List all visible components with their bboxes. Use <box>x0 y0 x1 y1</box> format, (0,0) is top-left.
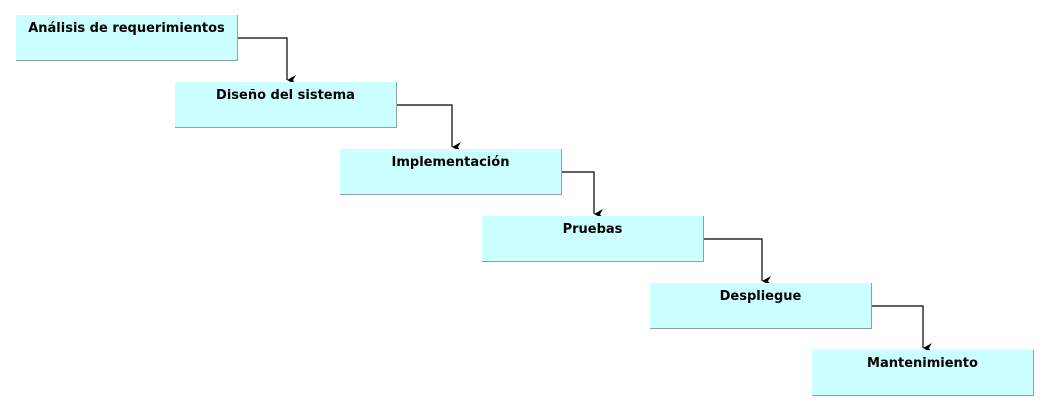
stage-label: Despliegue <box>719 289 802 304</box>
connector-arrow-2 <box>397 104 461 152</box>
stage-box-pruebas[interactable]: Pruebas <box>482 216 704 262</box>
stage-box-despliegue[interactable]: Despliegue <box>650 283 872 329</box>
connector-arrow-1 <box>238 37 296 85</box>
stage-box-diseno[interactable]: Diseño del sistema <box>175 82 397 128</box>
stage-box-implementacion[interactable]: Implementación <box>340 149 562 195</box>
stage-label: Implementación <box>391 155 510 170</box>
stage-box-analisis[interactable]: Análisis de requerimientos <box>16 15 238 61</box>
stage-label: Mantenimiento <box>867 356 978 371</box>
stage-label: Pruebas <box>562 222 623 237</box>
connector-arrow-3 <box>562 171 603 219</box>
connector-arrow-4 <box>704 238 771 286</box>
stage-box-mantenimiento[interactable]: Mantenimiento <box>812 350 1034 396</box>
stage-label: Diseño del sistema <box>216 88 355 103</box>
connector-arrow-5 <box>872 305 932 353</box>
stage-label: Análisis de requerimientos <box>28 21 225 36</box>
